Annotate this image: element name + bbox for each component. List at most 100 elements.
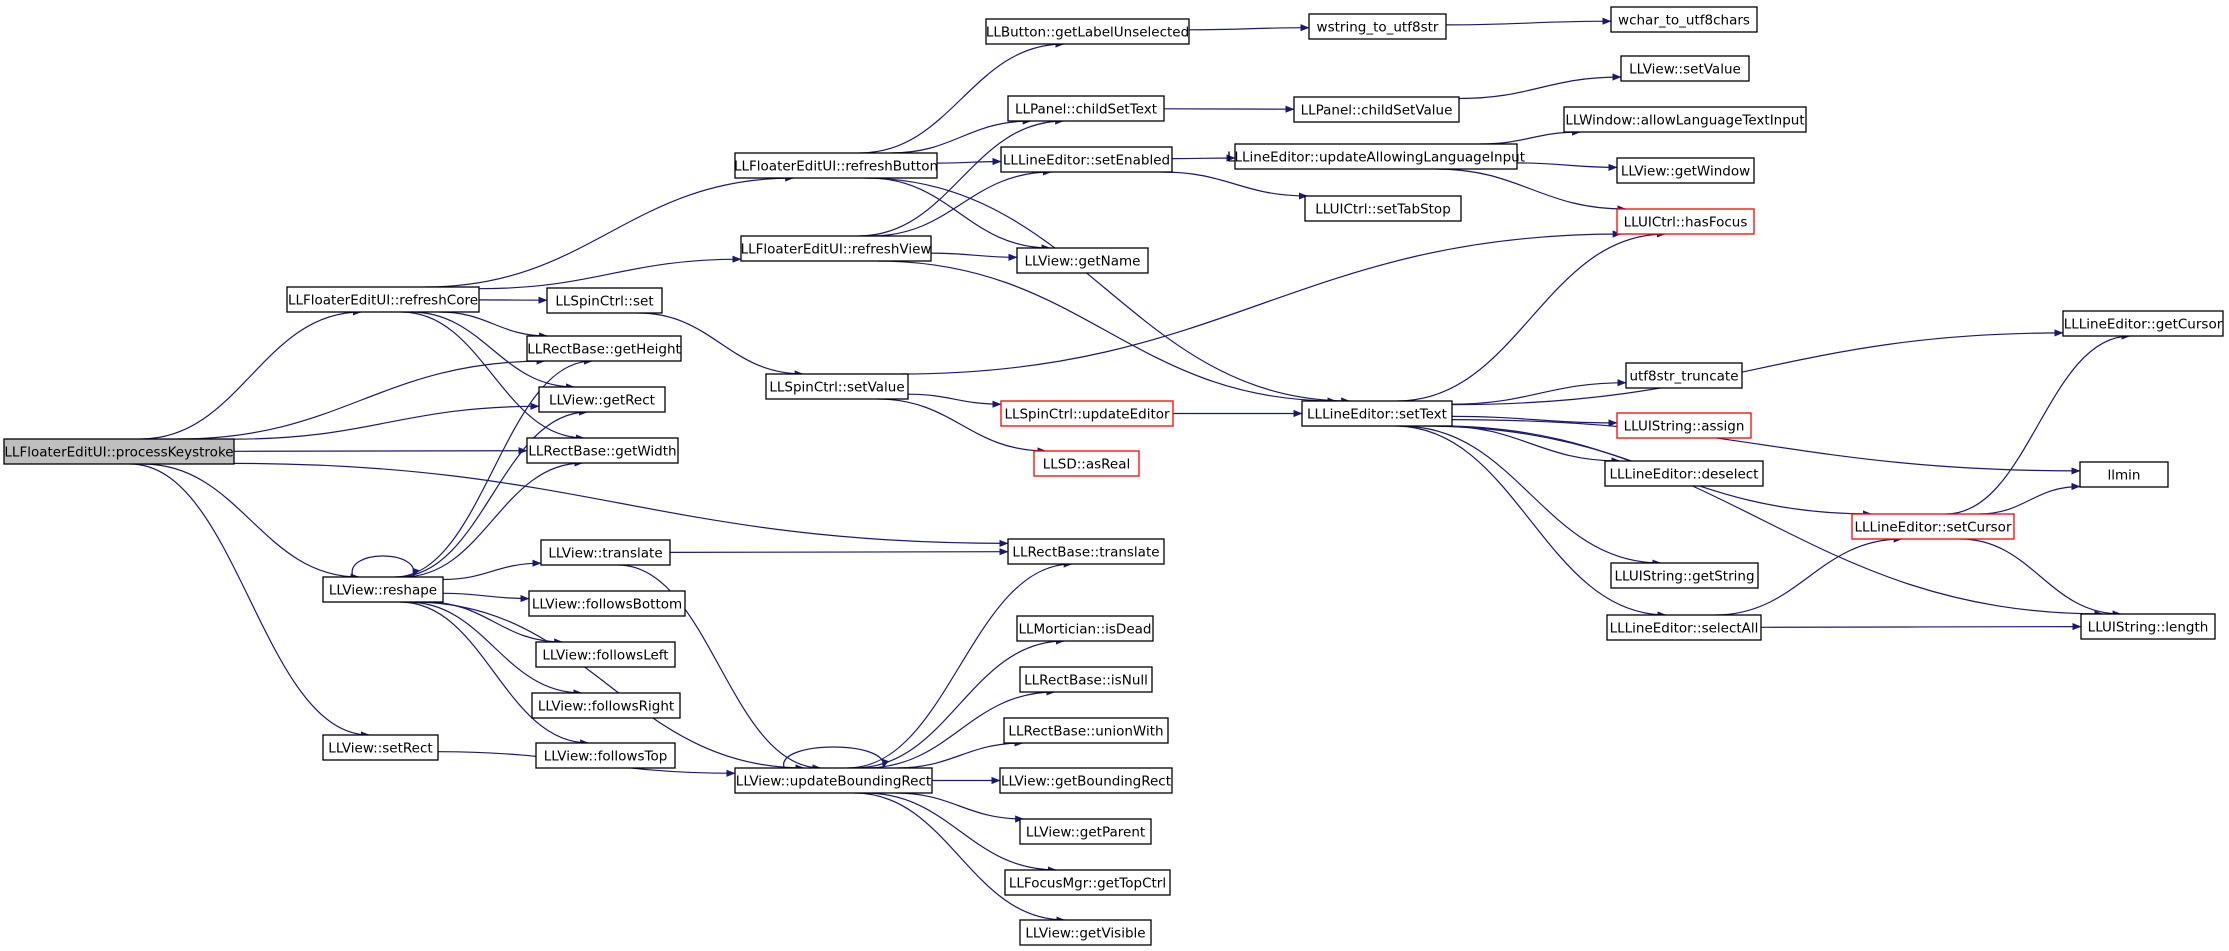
node-getWidth[interactable]: LLRectBase::getWidth — [526, 437, 679, 464]
node-box-asReal[interactable] — [1033, 450, 1140, 477]
node-followsBottom[interactable]: LLView::followsBottom — [528, 590, 686, 617]
node-box-getRect[interactable] — [538, 386, 666, 413]
node-getTopCtrl[interactable]: LLFocusMgr::getTopCtrl — [1004, 869, 1171, 896]
node-box-spinSetValue[interactable] — [765, 373, 909, 400]
node-box-isDead[interactable] — [1016, 615, 1154, 642]
node-box-getTopCtrl[interactable] — [1004, 869, 1171, 896]
node-updateAllowingLanguageInput[interactable]: LLLineEditor::updateAllowingLanguageInpu… — [1227, 143, 1525, 170]
node-box-followsLeft[interactable] — [535, 641, 676, 668]
node-box-getLabelUnselected[interactable] — [985, 18, 1190, 45]
node-box-deselect[interactable] — [1604, 460, 1764, 487]
node-setRect[interactable]: LLView::setRect — [322, 734, 439, 761]
node-box-getCursor[interactable] — [2062, 310, 2224, 337]
node-setEnabled[interactable]: LLLineEditor::setEnabled — [1000, 146, 1173, 173]
node-box-selectAll[interactable] — [1606, 614, 1762, 641]
node-getBoundingRect[interactable]: LLView::getBoundingRect — [999, 767, 1173, 794]
node-box-processKeystroke[interactable] — [3, 438, 235, 465]
node-wcharToUtf8[interactable]: wchar_to_utf8chars — [1610, 6, 1758, 33]
node-box-getString[interactable] — [1610, 562, 1759, 589]
node-wstringToUtf8[interactable]: wstring_to_utf8str — [1308, 13, 1447, 40]
node-followsTop[interactable]: LLView::followsTop — [535, 742, 676, 769]
node-box-unionWith[interactable] — [1003, 717, 1169, 744]
node-box-llmin[interactable] — [2079, 461, 2169, 488]
node-uiStringAssign[interactable]: LLUIString::assign — [1616, 412, 1752, 439]
node-setText[interactable]: LLLineEditor::setText — [1301, 400, 1453, 427]
node-box-reshape[interactable] — [322, 576, 444, 603]
node-getString[interactable]: LLUIString::getString — [1610, 562, 1759, 589]
node-asReal[interactable]: LLSD::asReal — [1033, 450, 1140, 477]
node-box-viewSetValue[interactable] — [1620, 55, 1750, 82]
node-box-getBoundingRect[interactable] — [999, 767, 1173, 794]
node-getVisible[interactable]: LLView::getVisible — [1019, 919, 1152, 946]
node-box-isNull[interactable] — [1019, 666, 1153, 693]
node-isNull[interactable]: LLRectBase::isNull — [1019, 666, 1153, 693]
node-refreshButton[interactable]: LLFloaterEditUI::refreshButton — [734, 152, 938, 179]
node-box-followsBottom[interactable] — [528, 590, 686, 617]
node-box-getWidth[interactable] — [526, 437, 679, 464]
node-box-hasFocus[interactable] — [1616, 208, 1755, 235]
node-box-setText[interactable] — [1301, 400, 1453, 427]
node-box-spinSet[interactable] — [546, 287, 663, 314]
node-setCursor[interactable]: LLLineEditor::setCursor — [1851, 513, 2015, 540]
node-getCursor[interactable]: LLLineEditor::getCursor — [2062, 310, 2224, 337]
node-spinSet[interactable]: LLSpinCtrl::set — [546, 287, 663, 314]
node-box-viewTranslate[interactable] — [540, 539, 671, 566]
node-getRect[interactable]: LLView::getRect — [538, 386, 666, 413]
node-updateEditor[interactable]: LLSpinCtrl::updateEditor — [1000, 400, 1174, 427]
node-getName[interactable]: LLView::getName — [1016, 247, 1149, 274]
node-hasFocus[interactable]: LLUICtrl::hasFocus — [1616, 208, 1755, 235]
node-box-wstringToUtf8[interactable] — [1308, 13, 1447, 40]
node-box-getParent[interactable] — [1019, 818, 1152, 845]
node-childSetValue[interactable]: LLPanel::childSetValue — [1293, 96, 1460, 123]
node-followsLeft[interactable]: LLView::followsLeft — [535, 641, 676, 668]
node-refreshCore[interactable]: LLFloaterEditUI::refreshCore — [286, 286, 480, 313]
node-box-utf8strTruncate[interactable] — [1625, 362, 1743, 389]
node-box-getName[interactable] — [1016, 247, 1149, 274]
node-box-getVisible[interactable] — [1019, 919, 1152, 946]
node-box-updateBoundingRect[interactable] — [734, 767, 933, 794]
node-box-uiStringLength[interactable] — [2080, 613, 2216, 640]
node-box-setEnabled[interactable] — [1000, 146, 1173, 173]
node-setTabStop[interactable]: LLUICtrl::setTabStop — [1304, 195, 1462, 222]
node-getLabelUnselected[interactable]: LLButton::getLabelUnselected — [985, 18, 1190, 45]
node-box-setRect[interactable] — [322, 734, 439, 761]
node-box-refreshButton[interactable] — [734, 152, 938, 179]
node-followsRight[interactable]: LLView::followsRight — [531, 692, 681, 719]
node-uiStringLength[interactable]: LLUIString::length — [2080, 613, 2216, 640]
node-box-refreshView[interactable] — [740, 235, 932, 262]
node-spinSetValue[interactable]: LLSpinCtrl::setValue — [765, 373, 909, 400]
node-utf8strTruncate[interactable]: utf8str_truncate — [1625, 362, 1743, 389]
node-box-followsTop[interactable] — [535, 742, 676, 769]
node-getWindow[interactable]: LLView::getWindow — [1616, 157, 1755, 184]
node-box-setTabStop[interactable] — [1304, 195, 1462, 222]
node-processKeystroke[interactable]: LLFloaterEditUI::processKeystroke — [3, 438, 235, 465]
node-viewSetValue[interactable]: LLView::setValue — [1620, 55, 1750, 82]
node-box-childSetValue[interactable] — [1293, 96, 1460, 123]
node-box-uiStringAssign[interactable] — [1616, 412, 1752, 439]
node-box-wcharToUtf8[interactable] — [1610, 6, 1758, 33]
node-box-rectTranslate[interactable] — [1007, 538, 1165, 565]
node-box-refreshCore[interactable] — [286, 286, 480, 313]
node-box-updateAllowingLanguageInput[interactable] — [1234, 143, 1518, 170]
node-reshape[interactable]: LLView::reshape — [322, 576, 444, 603]
node-rectTranslate[interactable]: LLRectBase::translate — [1007, 538, 1165, 565]
node-box-followsRight[interactable] — [531, 692, 681, 719]
node-box-getWindow[interactable] — [1616, 157, 1755, 184]
node-unionWith[interactable]: LLRectBase::unionWith — [1003, 717, 1169, 744]
node-box-updateEditor[interactable] — [1000, 400, 1174, 427]
node-selectAll[interactable]: LLLineEditor::selectAll — [1606, 614, 1762, 641]
node-deselect[interactable]: LLLineEditor::deselect — [1604, 460, 1764, 487]
node-getHeight[interactable]: LLRectBase::getHeight — [526, 335, 682, 362]
node-childSetText[interactable]: LLPanel::childSetText — [1007, 95, 1165, 122]
node-updateBoundingRect[interactable]: LLView::updateBoundingRect — [734, 767, 933, 794]
node-box-allowLanguageTextInput[interactable] — [1563, 106, 1807, 133]
node-box-getHeight[interactable] — [526, 335, 682, 362]
node-llmin[interactable]: llmin — [2079, 461, 2169, 488]
node-getParent[interactable]: LLView::getParent — [1019, 818, 1152, 845]
node-viewTranslate[interactable]: LLView::translate — [540, 539, 671, 566]
node-allowLanguageTextInput[interactable]: LLWindow::allowLanguageTextInput — [1563, 106, 1807, 133]
node-isDead[interactable]: LLMortician::isDead — [1016, 615, 1154, 642]
node-refreshView[interactable]: LLFloaterEditUI::refreshView — [740, 235, 932, 262]
node-box-childSetText[interactable] — [1007, 95, 1165, 122]
node-box-setCursor[interactable] — [1851, 513, 2015, 540]
